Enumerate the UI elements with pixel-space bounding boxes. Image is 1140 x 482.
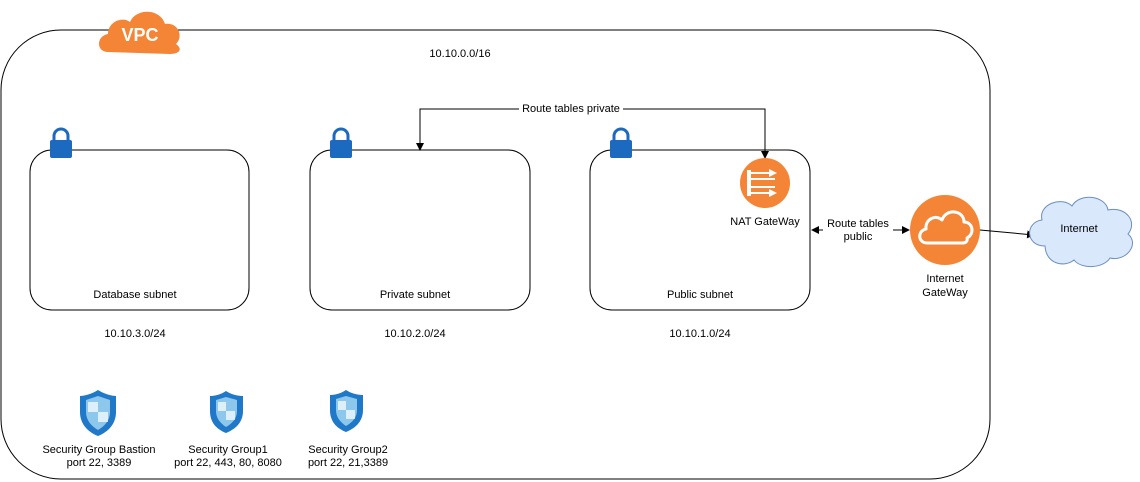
vpc-cidr: 10.10.0.0/16 (429, 48, 491, 60)
security-group1-name: Security Group1 (188, 444, 268, 456)
vpc-badge-label: VPC (121, 25, 159, 45)
internet-gateway-cloud-icon (910, 195, 980, 265)
database-subnet-cidr: 10.10.3.0/24 (104, 328, 166, 340)
security-group2-name: Security Group2 (308, 444, 388, 456)
internet-label: Internet (1060, 223, 1098, 235)
database-subnet-label: Database subnet (93, 289, 177, 301)
security-group1-ports: port 22, 443, 80, 8080 (174, 457, 282, 469)
vpc-badge-icon (99, 11, 180, 54)
lock-icon (330, 127, 352, 158)
internet-gateway-label-line1: Internet (926, 273, 964, 285)
route-tables-public-label-line2: public (843, 231, 873, 243)
public-subnet-cidr: 10.10.1.0/24 (669, 328, 731, 340)
route-tables-private-label: Route tables private (522, 103, 620, 115)
nat-gateway-label: NAT GateWay (730, 216, 800, 228)
nat-gateway-icon (740, 158, 790, 208)
internet-gateway-label-line2: GateWay (922, 287, 968, 299)
lock-icon (50, 127, 72, 158)
private-subnet-label: Private subnet (379, 289, 451, 301)
database-subnet-box (29, 149, 250, 311)
private-subnet-box (309, 149, 531, 311)
public-subnet-label: Public subnet (666, 289, 734, 301)
private-subnet-cidr: 10.10.2.0/24 (384, 328, 446, 340)
security-group-bastion-name: Security Group Bastion (42, 444, 156, 456)
shield-icon (80, 390, 116, 436)
internet-cloud-icon (1029, 196, 1133, 267)
security-group-bastion-ports: port 22, 3389 (66, 457, 132, 469)
security-group2-ports: port 22, 21,3389 (307, 457, 389, 469)
internet-connector (979, 229, 1035, 239)
route-tables-public-label-line1: Route tables (827, 218, 889, 230)
shield-icon (330, 390, 363, 432)
shield-icon (210, 391, 243, 433)
